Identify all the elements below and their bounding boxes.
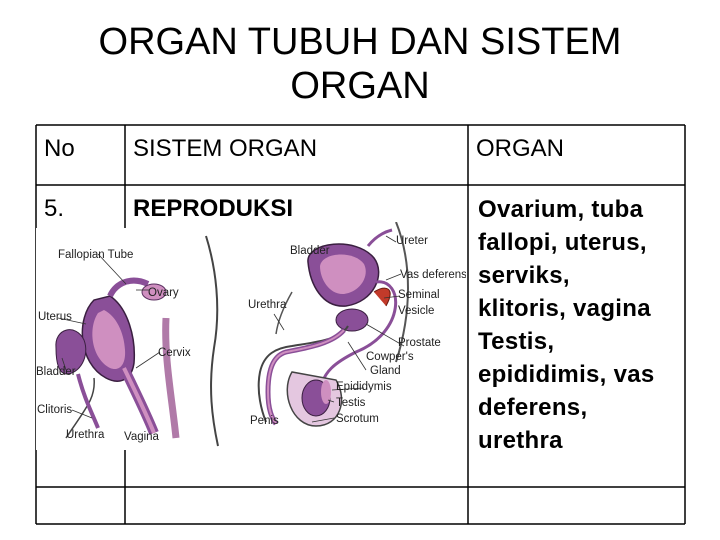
label-bladder-female: Bladder	[36, 366, 76, 378]
label-urethra-male: Urethra	[248, 299, 287, 311]
row-system-name: REPRODUKSI	[133, 195, 294, 222]
header-organ: ORGAN	[476, 135, 565, 162]
label-scrotum: Scrotum	[336, 413, 379, 425]
header-no: No	[44, 135, 75, 162]
row-number: 5.	[44, 195, 65, 222]
title-line-1: ORGAN TUBUH DAN SISTEM	[98, 21, 622, 63]
organ-line: deferens,	[478, 394, 588, 421]
label-vas-deferens: Vas deferens	[400, 269, 466, 281]
label-urethra-female: Urethra	[66, 429, 105, 441]
organ-line: epididimis, vas	[478, 361, 655, 388]
organ-line: Ovarium, tuba	[478, 196, 644, 223]
organ-line: serviks,	[478, 262, 570, 289]
label-prostate: Prostate	[398, 337, 441, 349]
page-title: ORGAN TUBUH DAN SISTEM ORGAN	[0, 20, 720, 108]
label-uterus: Uterus	[38, 311, 72, 323]
label-cervix: Cervix	[158, 347, 191, 359]
label-gland: Gland	[370, 365, 401, 377]
label-epididymis: Epididymis	[336, 381, 392, 393]
organ-line: Testis,	[478, 328, 555, 355]
label-bladder-male: Bladder	[290, 245, 330, 257]
label-clitoris: Clitoris	[37, 404, 72, 416]
organ-list: Ovarium, tuba fallopi, uterus, serviks, …	[478, 193, 714, 457]
organ-line: fallopi, uterus,	[478, 229, 647, 256]
header-sistem-organ: SISTEM ORGAN	[133, 135, 318, 162]
label-vesicle: Vesicle	[398, 305, 434, 317]
label-ovary: Ovary	[148, 287, 179, 299]
label-fallopian-tube: Fallopian Tube	[58, 249, 133, 261]
label-penis: Penis	[250, 415, 279, 427]
male-reproductive-diagram: Bladder Ureter Vas deferens Seminal Vesi…	[248, 222, 466, 427]
label-seminal: Seminal	[398, 289, 440, 301]
organ-line: urethra	[478, 427, 563, 454]
female-reproductive-diagram: Fallopian Tube Ovary Uterus Cervix Bladd…	[36, 228, 236, 450]
label-cowpers: Cowper's	[366, 351, 414, 363]
label-testis: Testis	[336, 397, 366, 409]
label-vagina: Vagina	[124, 431, 160, 443]
title-line-2: ORGAN	[290, 65, 430, 107]
label-ureter: Ureter	[396, 235, 428, 247]
organ-line: klitoris, vagina	[478, 295, 651, 322]
